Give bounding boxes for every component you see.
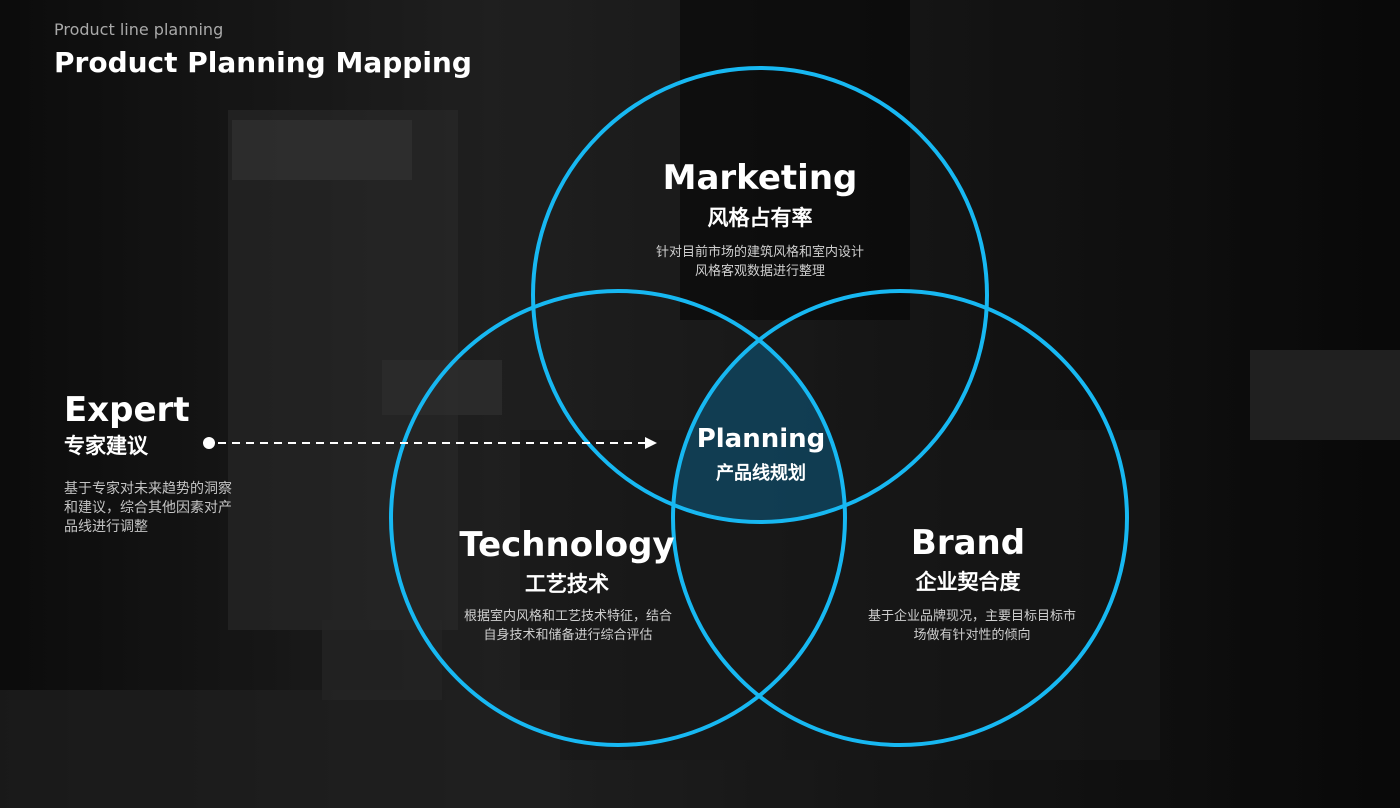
lamp-shade-right	[1250, 350, 1400, 440]
wall-frame	[680, 0, 910, 320]
technology-description-line: 根据室内风格和工艺技术特征，结合	[463, 609, 673, 624]
expert-title: Expert	[64, 390, 190, 430]
technology-circle	[389, 289, 847, 747]
brand-circle	[671, 289, 1129, 747]
expert-description: 基于专家对未来趋势的洞察 和建议，综合其他因素对产 品线进行调整	[64, 480, 264, 537]
brand-subtitle: 企业契合度	[915, 570, 1021, 594]
brand-title: Brand	[910, 523, 1026, 563]
expert-description-line: 和建议，综合其他因素对产	[64, 500, 232, 516]
expert-dot	[203, 437, 215, 449]
brand-description-line: 基于企业品牌现况，主要目标目标市	[867, 609, 1077, 624]
planning-subtitle: 产品线规划	[716, 463, 806, 484]
technology-description-line: 自身技术和储备进行综合评估	[483, 628, 653, 643]
lamp-shade-left	[382, 360, 502, 415]
technology-subtitle: 工艺技术	[525, 572, 609, 596]
page-title: Product Planning Mapping	[54, 46, 472, 79]
expert-description-line: 品线进行调整	[64, 519, 148, 535]
header-subtitle: Product line planning	[54, 20, 224, 39]
brand-description-line: 场做有针对性的倾向	[913, 628, 1031, 643]
marketing-description: 针对目前市场的建筑风格和室内设计 风格客观数据进行整理	[656, 243, 864, 281]
marketing-description-line: 风格客观数据进行整理	[694, 264, 826, 279]
bed-surface	[0, 690, 560, 808]
marketing-circle	[531, 66, 989, 524]
expert-description-line: 基于专家对未来趋势的洞察	[64, 481, 232, 497]
marketing-description-line: 针对目前市场的建筑风格和室内设计	[655, 245, 865, 260]
marketing-subtitle: 风格占有率	[707, 206, 813, 230]
arrow-head-icon	[645, 437, 657, 449]
expert-subtitle: 专家建议	[64, 434, 148, 458]
window-blind	[232, 120, 412, 180]
brand-description: 基于企业品牌现况，主要目标目标市 场做有针对性的倾向	[868, 607, 1076, 645]
marketing-title: Marketing	[662, 158, 858, 198]
planning-title: Planning	[696, 424, 826, 454]
technology-description: 根据室内风格和工艺技术特征，结合 自身技术和储备进行综合评估	[464, 607, 672, 645]
technology-title: Technology	[459, 525, 675, 565]
